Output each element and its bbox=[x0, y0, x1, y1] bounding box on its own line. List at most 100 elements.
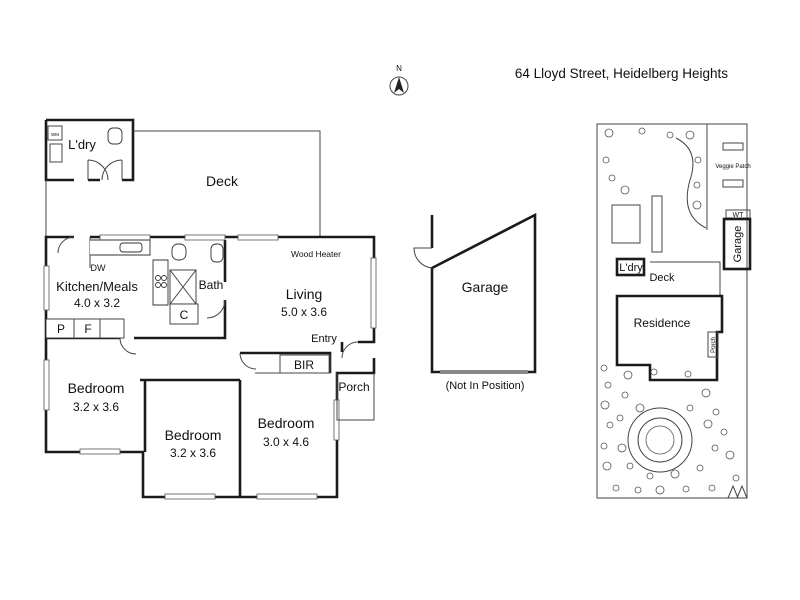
shrub-icon bbox=[600, 400, 610, 410]
front-gate-icon bbox=[727, 484, 748, 499]
shrub-icon bbox=[684, 370, 692, 378]
shrub-icon bbox=[606, 421, 614, 429]
shrub-icon bbox=[600, 442, 608, 450]
shrub-icon bbox=[635, 403, 645, 413]
bedrooms: Bedroom 3.2 x 3.6 Bedroom 3.2 x 3.6 Bedr… bbox=[68, 380, 315, 460]
kitchen-label: Kitchen/Meals bbox=[56, 279, 138, 294]
dishwasher-label: DW bbox=[91, 263, 106, 273]
bathroom: C Bath bbox=[169, 243, 224, 325]
shrub-icon bbox=[646, 472, 654, 480]
laundry-toilet-icon bbox=[107, 127, 123, 145]
shrub-icon bbox=[655, 485, 665, 495]
shrub-icon bbox=[638, 127, 646, 135]
cupboard-label: C bbox=[180, 308, 189, 322]
living-size: 5.0 x 3.6 bbox=[281, 305, 327, 319]
bedroom-1-label: Bedroom bbox=[68, 380, 125, 396]
veggie-patch-label: Veggie Patch bbox=[715, 164, 750, 170]
shrub-icon bbox=[711, 444, 719, 452]
wm-label: WM bbox=[51, 132, 59, 137]
site-boundary bbox=[596, 123, 748, 499]
laundry-label: L'dry bbox=[68, 137, 96, 152]
fridge-label: F bbox=[84, 322, 91, 336]
shrub-icon bbox=[650, 368, 658, 376]
kitchen-sink-icon bbox=[119, 242, 143, 253]
shrub-icon bbox=[693, 181, 701, 189]
shrub-icon bbox=[608, 174, 616, 182]
shrub-icon bbox=[720, 428, 728, 436]
shrub-icon bbox=[686, 404, 694, 412]
shrub-icon bbox=[666, 131, 674, 139]
property-address: 64 Lloyd Street, Heidelberg Heights bbox=[515, 66, 728, 81]
shrub-icon bbox=[696, 464, 704, 472]
garage-detached: Garage (Not In Position) bbox=[413, 212, 537, 392]
residence-label: Residence bbox=[634, 316, 691, 330]
garage-note: (Not In Position) bbox=[446, 380, 525, 392]
compass: N bbox=[389, 64, 409, 96]
bedroom-2-size: 3.2 x 3.6 bbox=[170, 446, 216, 460]
bir-label: BIR bbox=[294, 358, 314, 372]
garden-trees bbox=[600, 127, 740, 495]
shrub-icon bbox=[602, 461, 612, 471]
shrub-icon bbox=[703, 419, 713, 429]
windows bbox=[43, 234, 377, 500]
wood-heater-label: Wood Heater bbox=[291, 249, 341, 259]
shrub-icon bbox=[617, 443, 627, 453]
site-porch-label: Porch bbox=[711, 337, 717, 353]
shrub-icon bbox=[620, 185, 630, 195]
pantry-fridge-bench bbox=[45, 318, 125, 339]
washing-machine-icon bbox=[47, 125, 63, 141]
garage-label: Garage bbox=[462, 279, 509, 295]
shrub-icon bbox=[670, 469, 680, 479]
shrub-icon bbox=[634, 486, 642, 494]
shrub-icon bbox=[685, 130, 695, 140]
pantry-label: P bbox=[57, 322, 65, 336]
shrub-icon bbox=[701, 388, 711, 398]
shrub-icon bbox=[626, 462, 634, 470]
bedroom-3-size: 3.0 x 4.6 bbox=[263, 435, 309, 449]
water-tank-label: WT bbox=[733, 212, 745, 219]
laundry-room: WM L'dry bbox=[44, 118, 135, 182]
kitchen-fixtures: P F DW Kitchen/Meals 4.0 x 3.2 bbox=[45, 239, 169, 339]
shrub-icon bbox=[604, 381, 612, 389]
bath-toilet-icon bbox=[171, 243, 187, 261]
shrub-icon bbox=[725, 450, 735, 460]
site-garage-label: Garage bbox=[732, 226, 744, 263]
cupboard bbox=[169, 303, 199, 325]
north-arrow-icon bbox=[394, 77, 404, 93]
shrub-icon bbox=[692, 200, 702, 210]
garden-circle bbox=[627, 407, 693, 473]
bedroom-2-label: Bedroom bbox=[165, 427, 222, 443]
site-plan: Veggie Patch WT Garage L'dry Deck Reside… bbox=[596, 123, 752, 499]
shrub-icon bbox=[682, 485, 690, 493]
living-label: Living bbox=[286, 286, 323, 302]
shrub-icon bbox=[616, 414, 624, 422]
porch-label: Porch bbox=[338, 380, 369, 394]
shrub-icon bbox=[621, 391, 629, 399]
shrub-icon bbox=[623, 370, 633, 380]
deck-area: Deck bbox=[45, 130, 321, 237]
bath-label: Bath bbox=[199, 278, 224, 292]
cooktop-icon bbox=[155, 275, 161, 281]
shrub-icon bbox=[712, 408, 720, 416]
bedroom-3-label: Bedroom bbox=[258, 415, 315, 431]
bath-basin-icon bbox=[210, 243, 224, 263]
site-laundry-label: L'dry bbox=[619, 262, 643, 274]
bir-porch: BIR Porch bbox=[279, 354, 375, 421]
shrub-icon bbox=[612, 484, 620, 492]
shrub-icon bbox=[708, 484, 716, 492]
veggie-patch-line: Veggie Patch bbox=[715, 164, 750, 170]
site-deck-label: Deck bbox=[649, 272, 675, 284]
laundry-tub-icon bbox=[49, 143, 63, 163]
deck-label: Deck bbox=[206, 173, 239, 189]
shrub-icon bbox=[694, 156, 702, 164]
shrub-icon bbox=[600, 364, 608, 372]
feature-tree-icon bbox=[645, 425, 675, 455]
shrub-icon bbox=[732, 474, 740, 482]
bedroom-1-size: 3.2 x 3.6 bbox=[73, 400, 119, 414]
north-label: N bbox=[396, 64, 402, 73]
shrub-icon bbox=[602, 156, 610, 164]
shrub-icon bbox=[604, 128, 614, 138]
living-room: Wood Heater Living 5.0 x 3.6 Entry bbox=[281, 249, 341, 345]
kitchen-size: 4.0 x 3.2 bbox=[74, 296, 120, 310]
